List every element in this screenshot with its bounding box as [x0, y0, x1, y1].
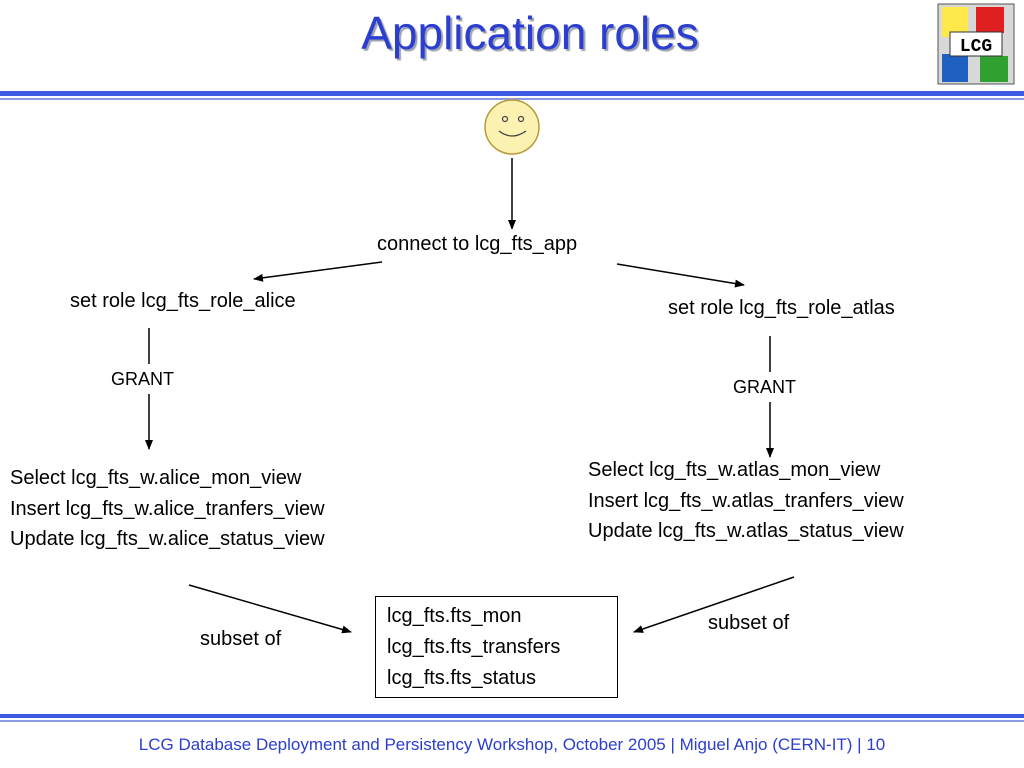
alice-grant-label: GRANT [111, 364, 174, 394]
atlas-privilege-insert: Insert lcg_fts_w.atlas_tranfers_view [588, 489, 904, 512]
slide-title: Application roles [361, 7, 699, 59]
table-fts-status: lcg_fts.fts_status [387, 667, 536, 689]
footer-rule [0, 714, 1024, 718]
header-rule [0, 91, 1024, 96]
logo-text: LCG [960, 37, 992, 57]
atlas-privilege-update: Update lcg_fts_w.atlas_status_view [588, 520, 904, 542]
alice-privilege-insert: Insert lcg_fts_w.alice_tranfers_view [10, 497, 325, 520]
atlas-subset-arrow [633, 576, 795, 633]
alice-privileges: Select lcg_fts_w.alice_mon_view Insert l… [10, 463, 325, 555]
atlas-grant-label: GRANT [733, 372, 796, 402]
footer-rule-thin [0, 720, 1024, 722]
base-tables-box: lcg_fts.fts_mon lcg_fts.fts_transfers lc… [375, 596, 618, 698]
alice-role-arrow [253, 261, 383, 282]
header-rule-thin [0, 98, 1024, 100]
alice-subset-label: subset of [200, 628, 282, 650]
footer-text: LCG Database Deployment and Persistency … [138, 735, 886, 754]
lcg-logo: LCG [937, 3, 1015, 85]
alice-privilege-update: Update lcg_fts_w.alice_status_view [10, 528, 325, 550]
atlas-privileges: Select lcg_fts_w.atlas_mon_view Insert l… [588, 455, 904, 547]
alice-role-label: set role lcg_fts_role_alice [70, 290, 296, 312]
table-fts-mon: lcg_fts.fts_mon [387, 605, 522, 627]
user-face-icon [484, 99, 540, 155]
alice-subset-arrow [188, 584, 352, 634]
atlas-subset-label: subset of [708, 612, 790, 634]
table-fts-transfers: lcg_fts.fts_transfers [387, 636, 561, 658]
atlas-role-arrow [616, 263, 745, 288]
alice-privilege-select: Select lcg_fts_w.alice_mon_view [10, 467, 302, 489]
atlas-privilege-select: Select lcg_fts_w.atlas_mon_view [588, 459, 881, 481]
connect-label: connect to lcg_fts_app [377, 229, 578, 259]
atlas-role-label: set role lcg_fts_role_atlas [668, 297, 895, 319]
